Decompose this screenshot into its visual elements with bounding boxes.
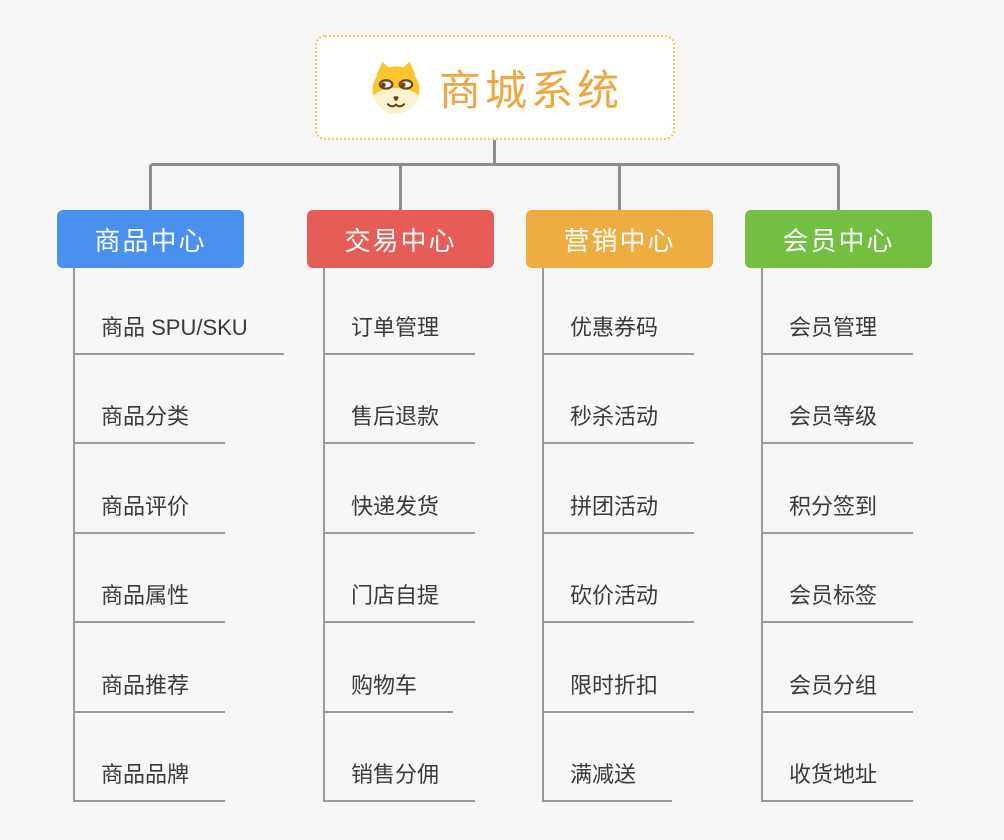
branch-header-trade-center[interactable]: 交易中心	[307, 210, 494, 268]
branch-member-center: 会员中心 会员管理 会员等级 积分签到 会员标签 会员分组 收货地址	[745, 0, 995, 840]
leaf-node[interactable]: 砍价活动	[542, 581, 695, 623]
leaf-node[interactable]: 门店自提	[323, 581, 476, 623]
branch-marketing-center: 营销中心 优惠券码 秒杀活动 拼团活动 砍价活动 限时折扣 满减送	[526, 0, 776, 840]
leaf-node[interactable]: 会员标签	[761, 581, 914, 623]
leaf-node[interactable]: 限时折扣	[542, 671, 695, 713]
leaf-node[interactable]: 秒杀活动	[542, 402, 695, 444]
connector-root-drop	[493, 140, 496, 166]
root-node-mall-system[interactable]: 商城系统	[315, 35, 675, 140]
branch-line	[73, 268, 75, 802]
leaf-node[interactable]: 订单管理	[323, 313, 476, 355]
branch-product-center: 商品中心 商品 SPU/SKU 商品分类 商品评价 商品属性 商品推荐 商品品牌	[57, 0, 307, 840]
leaf-node[interactable]: 会员等级	[761, 402, 914, 444]
leaf-node[interactable]: 商品分类	[73, 402, 226, 444]
branch-line	[323, 268, 325, 802]
connector-drop-marketing	[618, 165, 621, 210]
branch-line	[761, 268, 763, 802]
leaf-node[interactable]: 拼团活动	[542, 492, 695, 534]
leaf-node[interactable]: 销售分佣	[323, 760, 476, 802]
leaf-node[interactable]: 收货地址	[761, 760, 914, 802]
branch-header-product-center[interactable]: 商品中心	[57, 210, 244, 268]
leaf-node[interactable]: 售后退款	[323, 402, 476, 444]
leaf-node[interactable]: 商品 SPU/SKU	[73, 313, 284, 355]
leaf-node[interactable]: 优惠券码	[542, 313, 695, 355]
root-title: 商城系统	[438, 67, 623, 114]
leaf-node[interactable]: 商品属性	[73, 581, 226, 623]
connector-drop-trade	[399, 165, 402, 210]
branch-header-member-center[interactable]: 会员中心	[745, 210, 932, 268]
branch-line	[542, 268, 544, 802]
leaf-node[interactable]: 商品推荐	[73, 671, 226, 713]
leaf-node[interactable]: 快递发货	[323, 492, 476, 534]
shiba-dog-icon	[372, 61, 420, 113]
leaf-node[interactable]: 购物车	[323, 671, 454, 713]
connector-bus	[149, 163, 840, 210]
branch-trade-center: 交易中心 订单管理 售后退款 快递发货 门店自提 购物车 销售分佣	[307, 0, 557, 840]
leaf-node[interactable]: 商品品牌	[73, 760, 226, 802]
leaf-node[interactable]: 商品评价	[73, 492, 226, 534]
leaf-node[interactable]: 会员管理	[761, 313, 914, 355]
leaf-node[interactable]: 积分签到	[761, 492, 914, 534]
leaf-node[interactable]: 满减送	[542, 760, 673, 802]
branch-header-marketing-center[interactable]: 营销中心	[526, 210, 713, 268]
leaf-node[interactable]: 会员分组	[761, 671, 914, 713]
